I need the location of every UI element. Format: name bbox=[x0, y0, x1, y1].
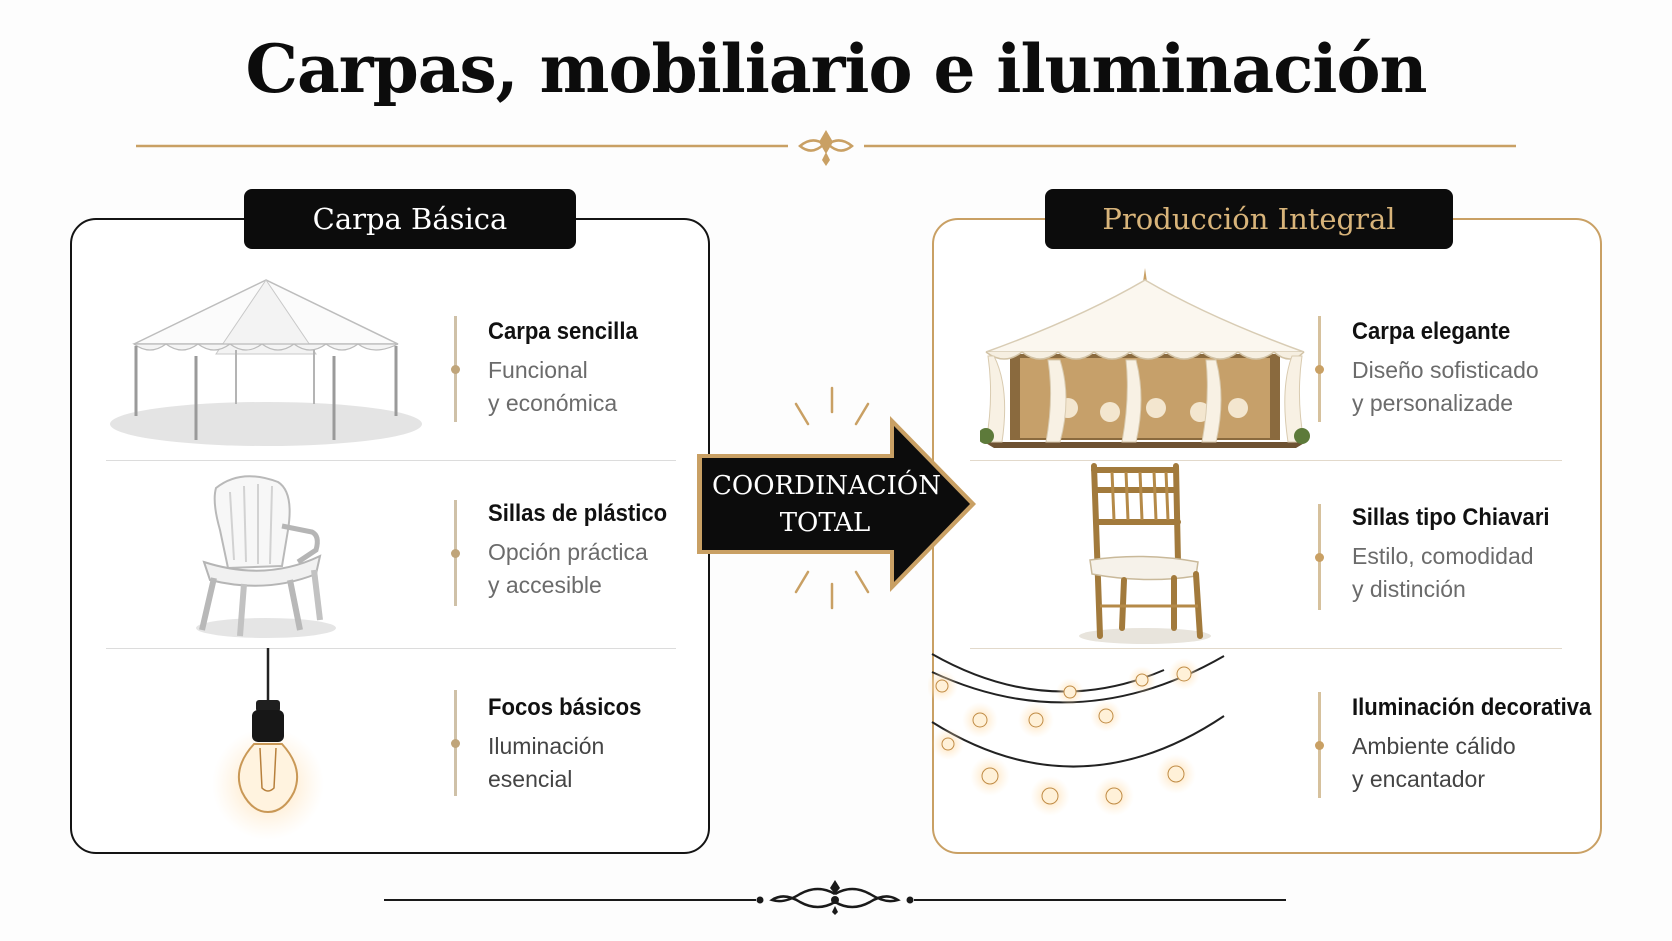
item-desc-line2: esencial bbox=[488, 766, 573, 792]
item-desc-line2: y accesible bbox=[488, 572, 602, 598]
accent-dot bbox=[451, 365, 460, 374]
item-title: Sillas de plástico bbox=[488, 500, 668, 527]
integral-item-chairs: Sillas tipo Chiavari Estilo, comodidad y… bbox=[1352, 504, 1567, 606]
item-title: Iluminación decorativa bbox=[1352, 694, 1592, 721]
row-divider bbox=[970, 460, 1562, 461]
accent-dot bbox=[451, 549, 460, 558]
item-desc-line1: Funcional bbox=[488, 357, 588, 383]
item-desc-line1: Estilo, comodidad bbox=[1352, 543, 1534, 569]
coordination-arrow bbox=[697, 386, 976, 610]
string-lights-icon bbox=[928, 653, 1225, 816]
accent-dot bbox=[451, 739, 460, 748]
item-title: Sillas tipo Chiavari bbox=[1352, 504, 1550, 531]
item-title: Carpa elegante bbox=[1352, 318, 1511, 345]
basic-badge: Carpa Básica bbox=[244, 189, 576, 249]
item-desc-line1: Ambiente cálido bbox=[1352, 733, 1516, 759]
accent-bar bbox=[451, 500, 460, 606]
light-bulb-icon bbox=[212, 648, 324, 840]
bottom-ornament-divider bbox=[384, 880, 1286, 915]
basic-item-lights: Focos básicos Iluminación esencial bbox=[488, 694, 655, 796]
item-desc-line1: Diseño sofisticado bbox=[1352, 357, 1539, 383]
tent-icon bbox=[110, 279, 422, 446]
row-divider bbox=[970, 648, 1562, 649]
item-desc-line2: y encantador bbox=[1352, 766, 1485, 792]
item-desc-line1: Iluminación bbox=[488, 733, 605, 759]
accent-bar bbox=[1315, 504, 1324, 610]
item-title: Focos básicos bbox=[488, 694, 642, 721]
integral-panel bbox=[932, 218, 1602, 854]
top-ornament-divider bbox=[136, 130, 1516, 166]
accent-bar bbox=[1315, 316, 1324, 422]
coordination-line1: COORDINACIÓN bbox=[712, 471, 941, 501]
plastic-chair-icon bbox=[196, 475, 336, 638]
item-desc-line2: y distinción bbox=[1352, 576, 1466, 602]
item-desc-line2: y económica bbox=[488, 390, 618, 416]
item-desc-line1: Opción práctica bbox=[488, 539, 648, 565]
integral-item-tent: Carpa elegante Diseño sofisticado y pers… bbox=[1352, 318, 1539, 420]
integral-item-lights: Iluminación decorativa Ambiente cálido y… bbox=[1352, 694, 1612, 796]
bulb-group bbox=[928, 658, 1200, 816]
coordination-line2: TOTAL bbox=[779, 508, 871, 538]
basic-item-chairs: Sillas de plástico Opción práctica y acc… bbox=[488, 500, 683, 602]
accent-bar bbox=[1315, 692, 1324, 798]
row-divider bbox=[106, 460, 676, 461]
accent-dot bbox=[1315, 741, 1324, 750]
basic-item-tent: Carpa sencilla Funcional y económica bbox=[488, 318, 651, 420]
integral-badge: Producción Integral bbox=[1045, 189, 1453, 249]
elegant-tent-icon bbox=[980, 268, 1310, 448]
accent-bar bbox=[451, 690, 460, 796]
row-divider bbox=[106, 648, 676, 649]
item-desc-line2: y personalizade bbox=[1352, 390, 1514, 416]
sparkle-lines-top bbox=[794, 386, 870, 426]
page-title: Carpas, mobiliario e iluminación bbox=[245, 30, 1428, 108]
chiavari-chair-icon bbox=[1079, 463, 1211, 644]
accent-dot bbox=[1315, 553, 1324, 562]
sparkle-lines-bottom bbox=[794, 570, 870, 610]
item-title: Carpa sencilla bbox=[488, 318, 638, 345]
accent-dot bbox=[1315, 365, 1324, 374]
accent-bar bbox=[451, 316, 460, 422]
coordination-label: COORDINACIÓN TOTAL bbox=[712, 468, 941, 542]
